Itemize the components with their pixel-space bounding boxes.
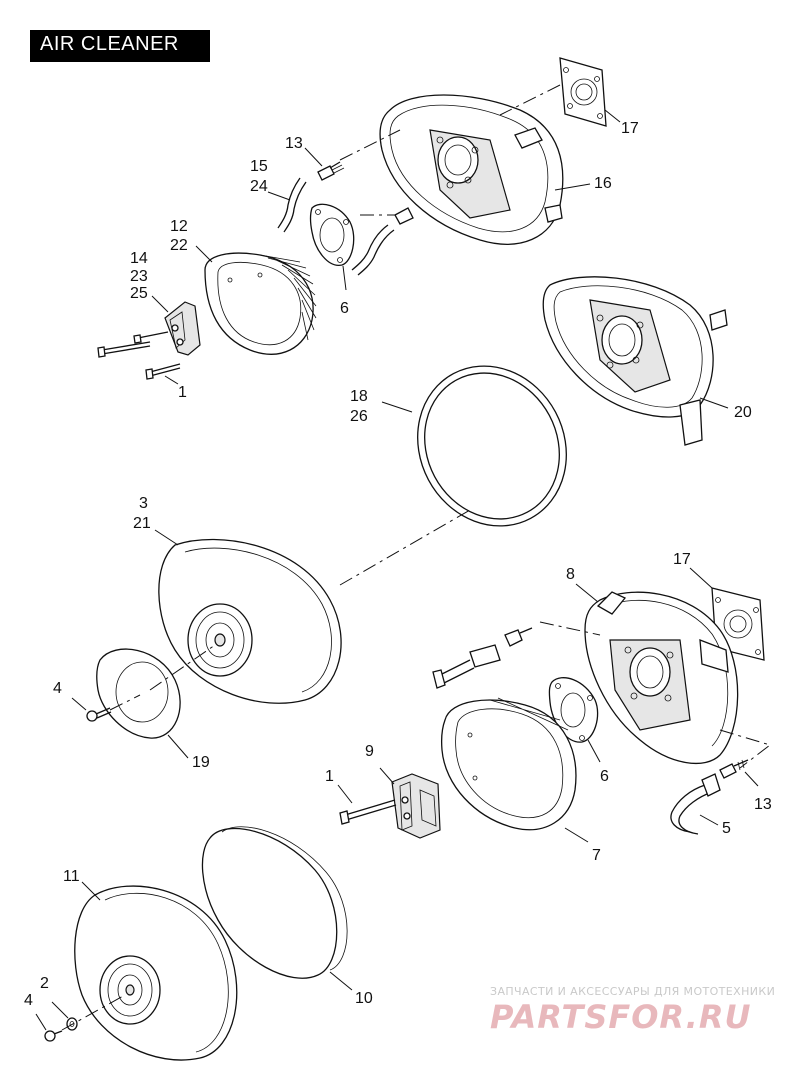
- cover-11: [74, 885, 238, 1061]
- callout-21: 21: [133, 515, 151, 532]
- cover-3: [158, 538, 342, 704]
- callout-11: 11: [63, 868, 80, 885]
- callout-1-top: 1: [178, 384, 187, 401]
- callout-26: 26: [350, 408, 368, 425]
- seal-band-10: [201, 826, 348, 979]
- callout-7: 7: [592, 847, 601, 864]
- callout-25: 25: [130, 285, 148, 302]
- breather-bolt-13-top: [317, 161, 345, 181]
- screw-4-bottom: [44, 1030, 63, 1042]
- medallion-19: [96, 648, 181, 739]
- gasket-6-right: [548, 677, 599, 743]
- gasket-plate-17-top: [559, 57, 607, 127]
- callout-17-top: 17: [621, 120, 639, 137]
- callout-1-right: 1: [325, 768, 334, 785]
- callout-22: 22: [170, 237, 188, 254]
- bolt-1-right: [339, 799, 397, 825]
- support-bracket-14: [164, 301, 201, 356]
- support-bracket-9: [391, 773, 441, 839]
- breather-hose-15: [277, 177, 301, 229]
- backplate-assembly-20: [542, 276, 728, 446]
- backplate-8: [584, 591, 739, 765]
- callout-20: 20: [734, 404, 752, 421]
- callout-15: 15: [250, 158, 268, 175]
- callout-5: 5: [722, 820, 731, 837]
- filter-element-7: [440, 697, 577, 831]
- callout-9: 9: [365, 743, 374, 760]
- bolts-1-top: [97, 331, 181, 380]
- callout-17-right: 17: [673, 551, 691, 568]
- seal-ring-18: [417, 365, 567, 527]
- callout-13-top: 13: [285, 135, 303, 152]
- callout-10: 10: [355, 990, 373, 1007]
- callout-6-top: 6: [340, 300, 349, 317]
- backplate-16: [379, 94, 564, 245]
- filter-element-12: [204, 252, 317, 355]
- title-banner: AIR CLEANER: [30, 30, 210, 62]
- callout-12: 12: [170, 218, 188, 235]
- callout-3: 3: [139, 495, 148, 512]
- breather-fitting: [432, 627, 533, 689]
- callout-16: 16: [594, 175, 612, 192]
- callout-2: 2: [40, 975, 49, 992]
- callout-14: 14: [130, 250, 148, 267]
- callout-18: 18: [350, 388, 368, 405]
- callout-24: 24: [250, 178, 268, 195]
- watermark-tagline: ЗАПЧАСТИ И АКСЕССУАРЫ ДЛЯ МОТОТЕХНИКИ: [490, 985, 776, 998]
- watermark-logo: PARTSFOR.RU: [490, 998, 752, 1036]
- breather-bolt-13-right: [719, 759, 749, 779]
- screw-4-top: [86, 707, 112, 722]
- callout-6-right: 6: [600, 768, 609, 785]
- callout-19: 19: [192, 754, 210, 771]
- page-title: AIR CLEANER: [40, 33, 179, 55]
- gasket-6-top: [309, 203, 355, 266]
- callout-23: 23: [130, 268, 148, 285]
- callout-4-top: 4: [53, 680, 62, 697]
- callout-4-bottom: 4: [24, 992, 33, 1009]
- breather-hose-5: [670, 773, 721, 835]
- callout-8: 8: [566, 566, 575, 583]
- callout-13-right: 13: [754, 796, 772, 813]
